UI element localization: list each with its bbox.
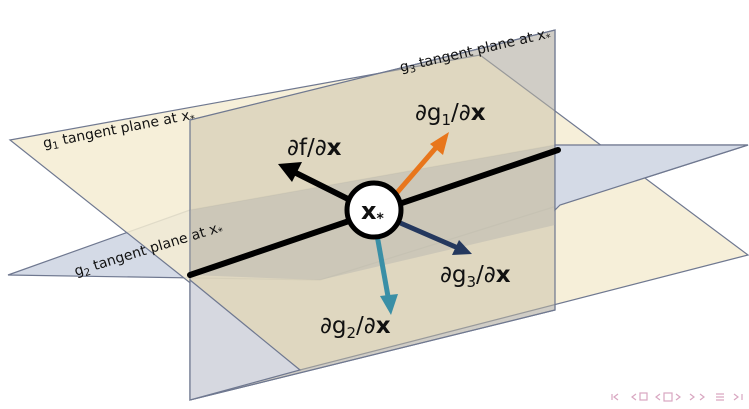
point-x-star [344, 180, 404, 240]
nav-last-icon[interactable] [716, 393, 724, 401]
point-label: x* [361, 197, 384, 227]
g2-plane-right [554, 144, 749, 212]
arrow-dg1-dx [393, 132, 449, 197]
label-dg3-dx: ∂g3/∂x [440, 262, 511, 291]
arrow-dg3-dx [397, 219, 472, 255]
arrow-dg2-dx [374, 234, 398, 315]
nav-menu-icon[interactable] [733, 393, 743, 401]
nav-first-icon[interactable] [611, 393, 619, 401]
nav-next-icon[interactable] [689, 393, 705, 401]
nav-prev-icon[interactable] [631, 392, 648, 401]
nav-bar [611, 392, 743, 402]
label-dg1-dx: ∂g1/∂x [415, 100, 486, 129]
label-df-dx: ∂f/∂x [287, 135, 342, 161]
label-dg2-dx: ∂g2/∂x [320, 313, 391, 342]
nav-frame-icon[interactable] [655, 392, 681, 402]
g3-plane-lower [189, 278, 302, 401]
